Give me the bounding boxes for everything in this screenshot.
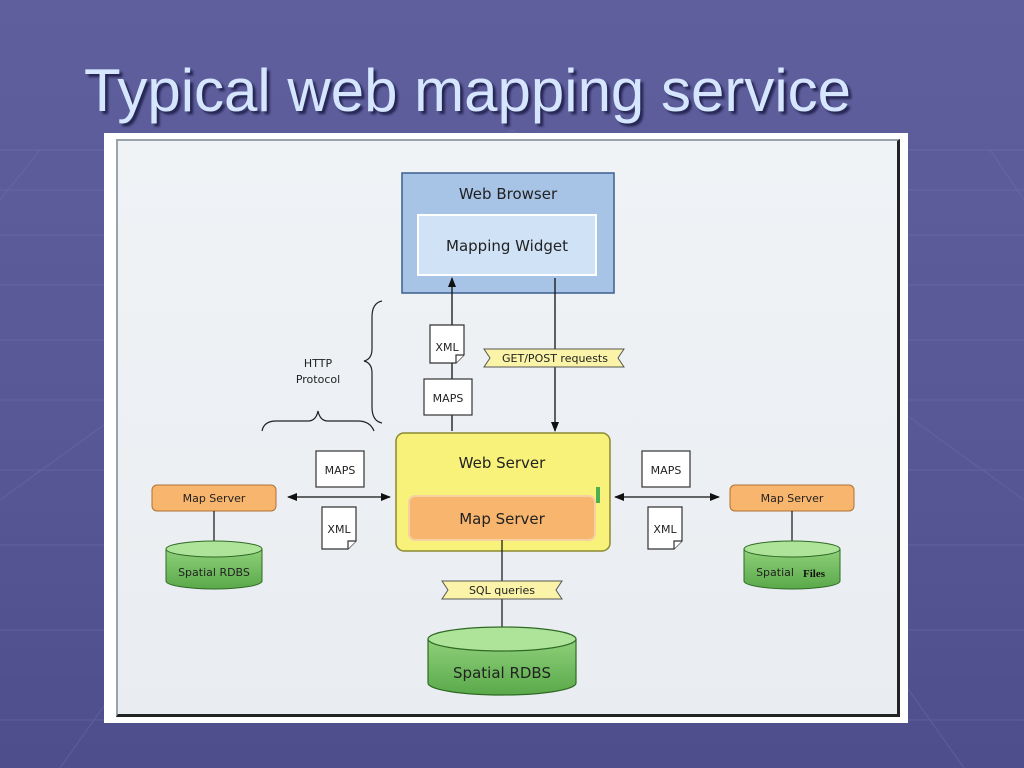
right-maps-document-icon: MAPS — [641, 450, 691, 488]
web-mapping-diagram: Web Browser Mapping Widget XML MAPS — [151, 172, 855, 696]
http-protocol-brace: HTTP Protocol — [261, 300, 383, 432]
right-files-label: Files — [803, 568, 826, 580]
xml-document-icon: XML — [429, 324, 465, 364]
get-post-requests-label: GET/POST requests — [502, 352, 608, 365]
diagram-frame: Web Browser Mapping Widget XML MAPS — [116, 139, 900, 717]
web-server-label: Web Server — [459, 454, 546, 472]
left-maps-label: MAPS — [325, 464, 356, 477]
protocol-label: Protocol — [296, 373, 340, 386]
right-map-server-box: Map Server — [729, 484, 855, 512]
maps-label: MAPS — [433, 392, 464, 405]
right-map-server-label: Map Server — [761, 492, 824, 505]
http-label: HTTP — [304, 357, 333, 370]
left-map-server-label: Map Server — [183, 492, 246, 505]
web-server-box: Web Server Map Server — [395, 432, 611, 552]
maps-document-icon: MAPS — [423, 378, 473, 416]
central-spatial-rdbs-label: Spatial RDBS — [453, 664, 551, 682]
mapping-widget-label: Mapping Widget — [446, 237, 568, 255]
left-map-server-box: Map Server — [151, 484, 277, 512]
left-maps-document-icon: MAPS — [315, 450, 365, 488]
right-spatial-files-database-icon: Spatial Files — [743, 540, 841, 590]
central-spatial-rdbs-database-icon: Spatial RDBS — [427, 626, 577, 696]
right-maps-label: MAPS — [651, 464, 682, 477]
web-browser-label: Web Browser — [459, 185, 558, 203]
left-spatial-rdbs-database-icon: Spatial RDBS — [165, 540, 263, 590]
slide-title: Typical web mapping service — [84, 57, 852, 124]
right-spatial-label: Spatial — [756, 566, 794, 579]
left-xml-document-icon: XML — [321, 506, 357, 550]
right-xml-document-icon: XML — [647, 506, 683, 550]
right-xml-label: XML — [653, 523, 677, 536]
get-post-requests-tag: GET/POST requests — [483, 348, 625, 368]
sql-queries-label: SQL queries — [469, 584, 535, 597]
left-spatial-rdbs-label: Spatial RDBS — [178, 566, 250, 579]
central-map-server-label: Map Server — [459, 510, 545, 528]
sql-queries-tag: SQL queries — [441, 580, 563, 600]
web-browser-box: Web Browser Mapping Widget — [401, 172, 615, 294]
xml-label: XML — [435, 341, 459, 354]
diagram-panel: Web Browser Mapping Widget XML MAPS — [104, 133, 908, 723]
left-xml-label: XML — [327, 523, 351, 536]
